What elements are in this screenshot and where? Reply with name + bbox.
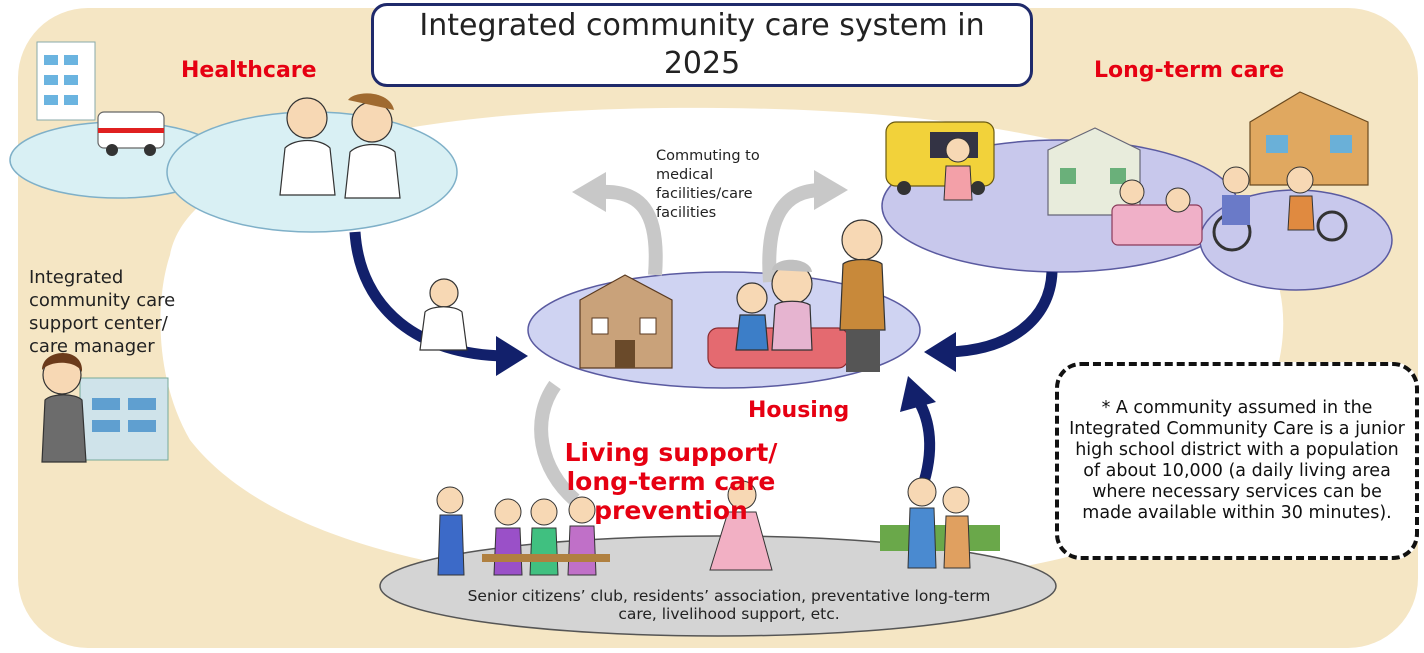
- ambulance-icon: [97, 111, 165, 156]
- nursing-home-icon: [1249, 91, 1369, 186]
- support-center-building-icon: [79, 377, 169, 461]
- support-center-text: Integrated community care support center…: [29, 267, 176, 357]
- care-to-housing-arrow: [947, 271, 1058, 358]
- living-support-label: Living support/ long-term care preventio…: [564, 438, 778, 525]
- care-van-icon: [885, 121, 995, 195]
- support-center-label: Integrated community care support center…: [29, 266, 209, 358]
- care-helper-icon: [943, 137, 973, 201]
- visiting-doctor-icon: [419, 278, 468, 351]
- healthcare-label: Healthcare: [181, 58, 317, 83]
- senior-club-text: Senior citizens’ club, residents’ associ…: [467, 587, 991, 623]
- child-icon: [735, 282, 769, 351]
- care-manager-icon: [41, 353, 87, 463]
- doctor-icon: [279, 97, 336, 196]
- commute-arrowhead-right: [814, 170, 848, 210]
- wheelchair-icon: [1212, 166, 1252, 252]
- living-arrowhead: [900, 376, 936, 412]
- commute-arrowhead-left: [572, 172, 606, 212]
- caregiver-walking-icon: [880, 477, 1000, 569]
- hospital-icon: [36, 41, 96, 121]
- senior-club-label: Senior citizens’ club, residents’ associ…: [424, 587, 1034, 623]
- grandmother-icon: [771, 259, 813, 351]
- long-term-care-label: Long-term care: [1094, 58, 1285, 83]
- bath-care-icon: [1111, 179, 1203, 246]
- care-arrowhead: [924, 332, 956, 372]
- elderly-woman-icon: [1286, 166, 1348, 242]
- healthcare-to-housing-arrow: [349, 231, 506, 362]
- healthcare-arrowhead: [496, 336, 528, 376]
- commute-arrow-left: [599, 184, 663, 276]
- commute-arrow-right: [762, 183, 823, 283]
- house-icon: [579, 274, 673, 369]
- elderly-group-icon: [436, 486, 610, 576]
- commuting-label: Commuting to medical facilities/care fac…: [656, 147, 786, 223]
- community-note-box: * A community assumed in the Integrated …: [1055, 362, 1419, 560]
- exercising-woman-icon: [709, 480, 773, 571]
- commuting-text: Commuting to medical facilities/care fac…: [656, 148, 760, 221]
- nurse-icon: [344, 93, 401, 199]
- community-note-text: * A community assumed in the Integrated …: [1069, 398, 1405, 523]
- living-to-housing-arrow: [913, 397, 936, 490]
- living-support-arrow: [534, 380, 580, 506]
- housing-label: Housing: [748, 398, 850, 423]
- grandfather-icon: [839, 219, 886, 372]
- diagram-title: Integrated community care system in 2025: [371, 3, 1033, 87]
